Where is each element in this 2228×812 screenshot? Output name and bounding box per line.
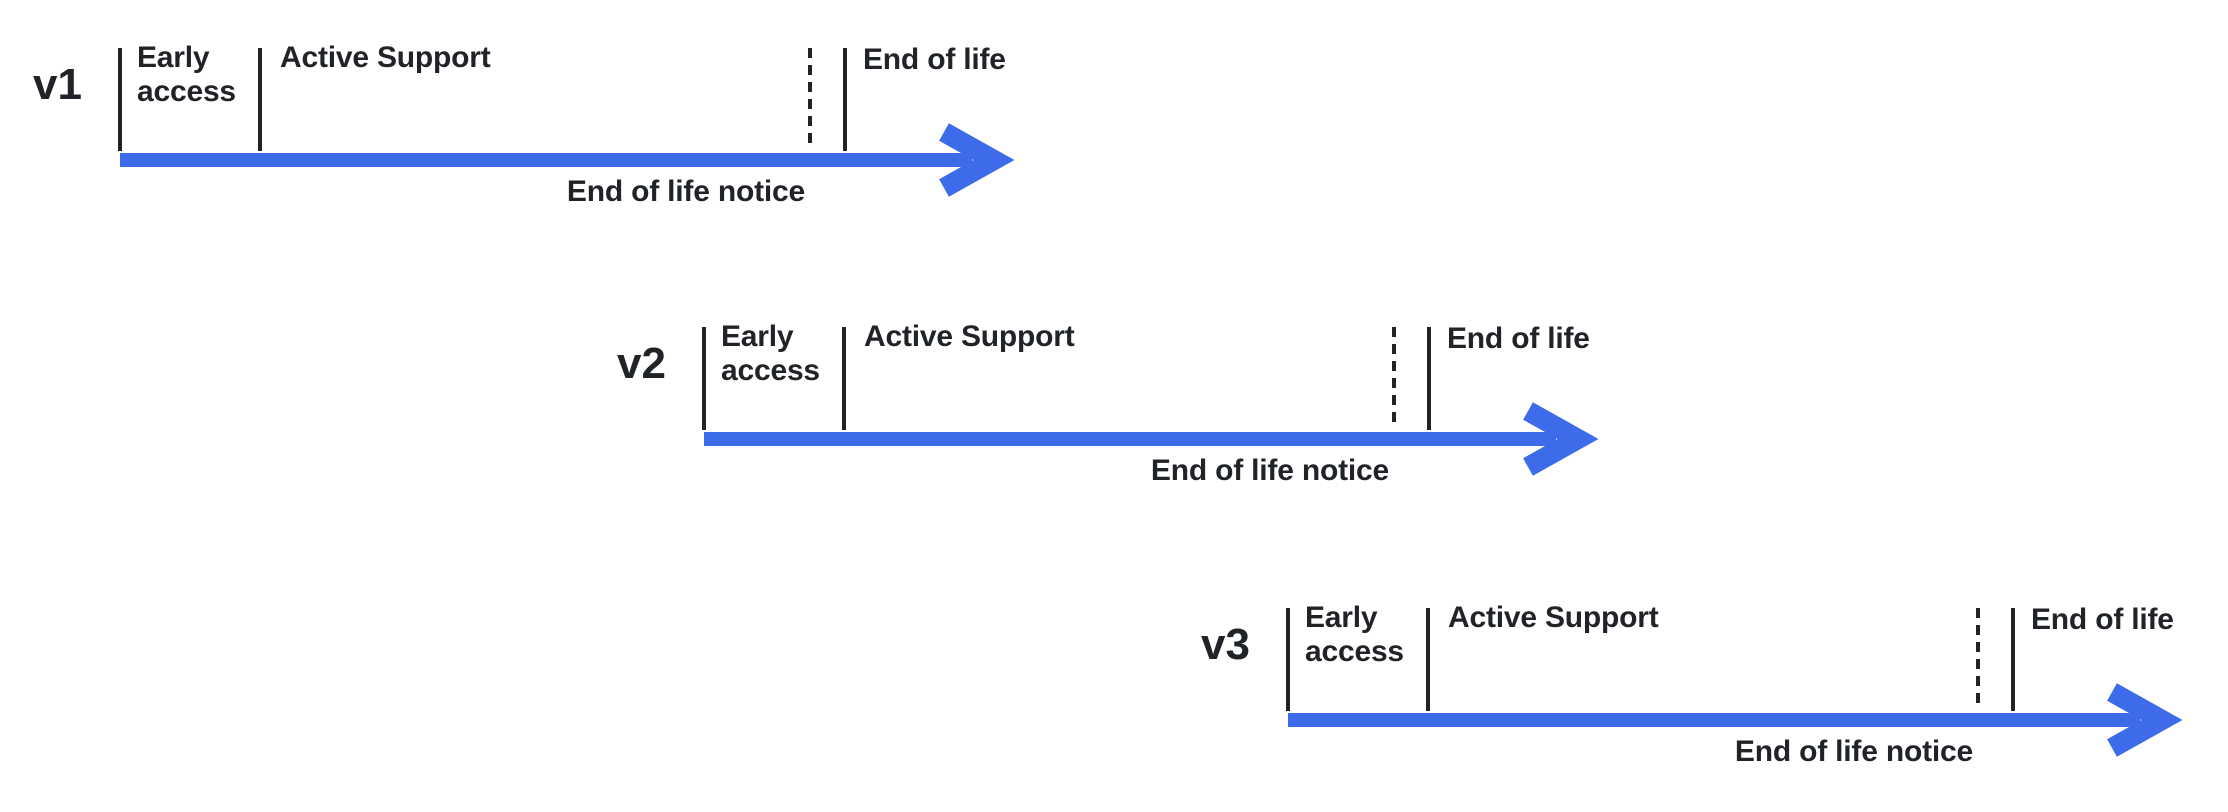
phase-early-access: Early access: [1305, 601, 1404, 668]
version-label: v3: [1201, 620, 1250, 669]
arrow-head-icon: [939, 123, 1015, 197]
phase-end-of-life: End of life: [1447, 322, 1590, 355]
phase-end-of-life: End of life: [2031, 603, 2174, 636]
phase-active-support: Active Support: [864, 320, 1075, 353]
eol-notice-label: End of life notice: [1734, 735, 1973, 768]
timeline-v3: v3 Early access Active Support End of li…: [1201, 601, 2226, 783]
timeline-rail-v3: [1286, 608, 2183, 757]
arrow-head-icon: [2107, 683, 2183, 757]
arrow-head-icon: [1523, 402, 1599, 476]
phase-active-support: Active Support: [280, 41, 491, 74]
eol-notice-label: End of life notice: [566, 175, 805, 208]
timeline-v2: v2 Early access Active Support End of li…: [617, 320, 1642, 502]
eol-notice-label: End of life notice: [1150, 454, 1389, 487]
phase-early-access: Early access: [721, 320, 820, 387]
version-label: v2: [617, 339, 666, 388]
timeline-rail-v1: [118, 48, 1015, 197]
phase-early-access: Early access: [137, 41, 236, 108]
timeline-rail-v2: [702, 327, 1599, 476]
phase-end-of-life: End of life: [863, 43, 1006, 76]
version-label: v1: [33, 60, 82, 109]
timeline-v1: v1 Early access Active Support End of li…: [33, 41, 1058, 223]
phase-active-support: Active Support: [1448, 601, 1659, 634]
